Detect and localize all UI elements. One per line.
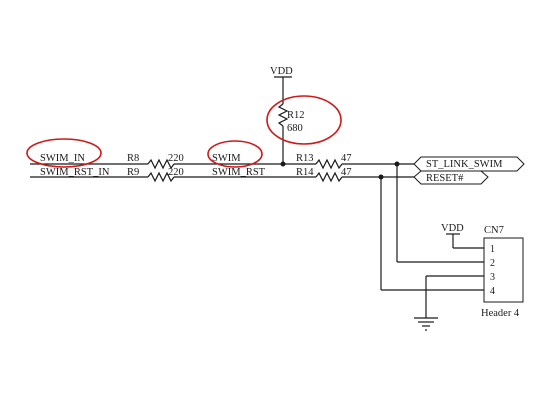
- resistor-r14: [315, 171, 343, 183]
- resistor-r8: [147, 158, 175, 170]
- r13-value: 47: [341, 153, 352, 164]
- highlight-swim: [207, 140, 263, 168]
- header-name: Header 4: [481, 308, 520, 319]
- port-reset: [413, 170, 489, 185]
- r9-ref: R9: [127, 167, 139, 178]
- header-ref: CN7: [484, 225, 504, 236]
- r9-value: 220: [168, 167, 184, 178]
- header-pin-2: 2: [490, 258, 495, 269]
- resistor-r12: [277, 103, 289, 127]
- ground-icon: [414, 317, 438, 331]
- vdd-header-label: VDD: [441, 223, 464, 234]
- header-pin-3: 3: [490, 272, 495, 283]
- r14-value: 47: [341, 167, 352, 178]
- resistor-r9: [147, 171, 175, 183]
- net-swim: SWIM: [212, 153, 241, 164]
- junction-reset: [378, 174, 384, 180]
- net-swim-rst: SWIM_RST: [212, 167, 266, 178]
- resistor-r13: [315, 158, 343, 170]
- r13-ref: R13: [296, 153, 314, 164]
- r8-ref: R8: [127, 153, 139, 164]
- header-cn7-body: [483, 237, 524, 303]
- highlight-swim-in: [26, 138, 102, 168]
- r14-ref: R14: [296, 167, 314, 178]
- junction-r12: [280, 161, 286, 167]
- junction-swim: [394, 161, 400, 167]
- net-swim-in: SWIM_IN: [40, 153, 85, 164]
- port-st-link-swim-label: ST_LINK_SWIM: [426, 159, 503, 170]
- net-swim-rst-in: SWIM_RST_IN: [40, 167, 110, 178]
- r12-value: 680: [287, 123, 303, 134]
- r8-value: 220: [168, 153, 184, 164]
- r12-ref: R12: [287, 110, 305, 121]
- highlight-r12: [266, 95, 342, 145]
- vdd-top-label: VDD: [270, 66, 293, 77]
- port-reset-label: RESET#: [426, 173, 464, 184]
- header-pin-4: 4: [490, 286, 495, 297]
- header-pin-1: 1: [490, 244, 495, 255]
